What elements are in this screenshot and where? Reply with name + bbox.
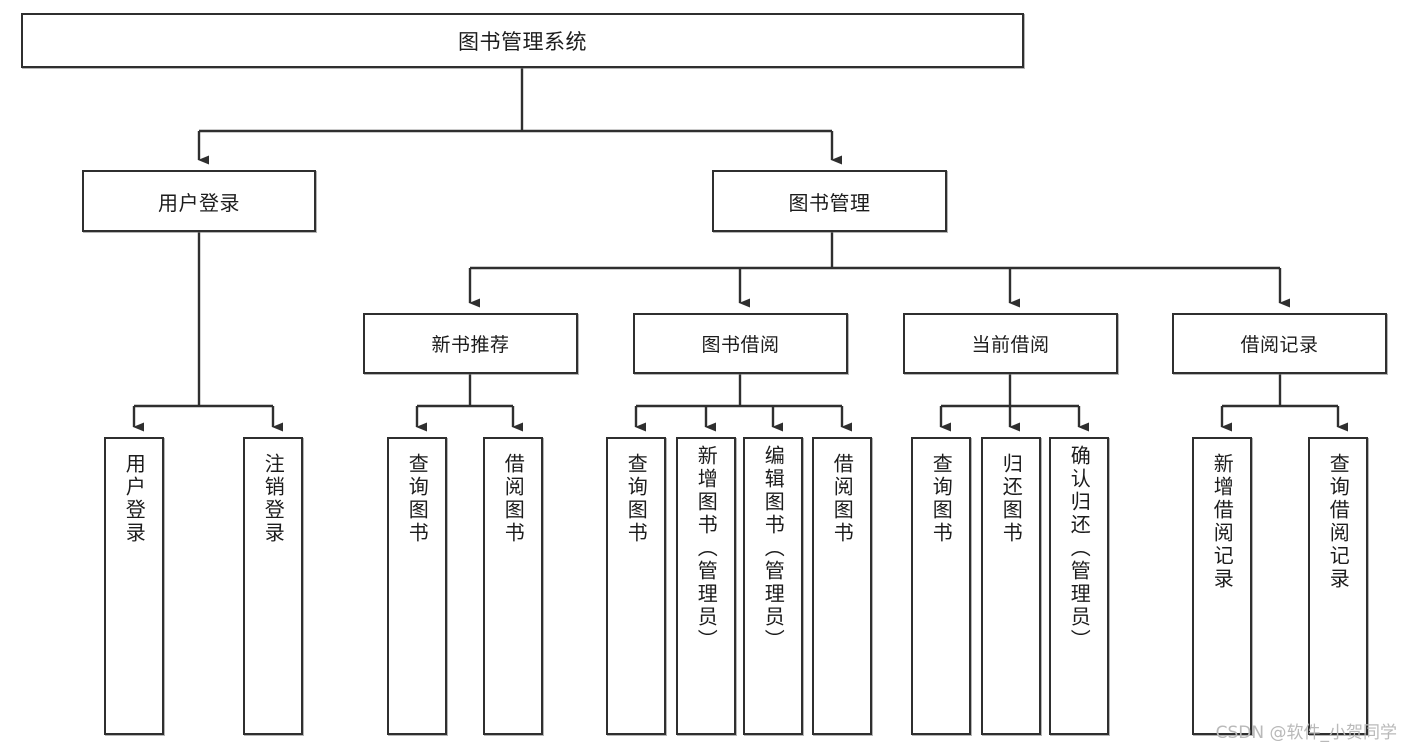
node-book-management-system[interactable]: 图书管理系统 <box>21 13 1024 68</box>
node-book-management[interactable]: 图书管理 <box>712 170 947 232</box>
node-leaf-confirm-return-admin[interactable]: 确认归还（管理员） <box>1049 437 1109 735</box>
node-label: 归还图书 <box>999 453 1024 545</box>
node-leaf-query-book-borrow[interactable]: 查询图书 <box>606 437 666 735</box>
node-label: 用户登录 <box>122 453 147 545</box>
node-label: 编辑图书（管理员） <box>761 445 786 652</box>
node-leaf-query-book-recommend[interactable]: 查询图书 <box>387 437 447 735</box>
node-leaf-add-borrow-record[interactable]: 新增借阅记录 <box>1192 437 1252 735</box>
node-current-borrow[interactable]: 当前借阅 <box>903 313 1118 374</box>
node-leaf-query-borrow-record[interactable]: 查询借阅记录 <box>1308 437 1368 735</box>
node-label: 查询借阅记录 <box>1326 453 1351 591</box>
node-label: 用户登录 <box>158 190 240 215</box>
node-leaf-query-book-current[interactable]: 查询图书 <box>911 437 971 735</box>
node-label: 图书管理 <box>788 190 871 215</box>
node-leaf-user-login[interactable]: 用户登录 <box>104 437 164 735</box>
node-label: 确认归还（管理员） <box>1067 445 1092 652</box>
node-user-login[interactable]: 用户登录 <box>82 170 316 232</box>
node-label: 新增借阅记录 <box>1210 453 1235 591</box>
node-leaf-borrow-book-recommend[interactable]: 借阅图书 <box>483 437 543 735</box>
node-label: 查询图书 <box>624 453 649 545</box>
node-book-borrow[interactable]: 图书借阅 <box>633 313 848 374</box>
node-leaf-return-book[interactable]: 归还图书 <box>981 437 1041 735</box>
node-label: 当前借阅 <box>971 334 1050 356</box>
node-label: 注销登录 <box>261 453 286 545</box>
node-leaf-borrow-book[interactable]: 借阅图书 <box>812 437 872 735</box>
node-leaf-add-book-admin[interactable]: 新增图书（管理员） <box>676 437 736 735</box>
node-label: 图书借阅 <box>701 334 780 356</box>
node-label: 借阅记录 <box>1240 334 1319 356</box>
node-label: 新书推荐 <box>431 334 510 356</box>
csdn-watermark: CSDN @软件_小贺同学 <box>1215 723 1397 743</box>
node-label: 图书管理系统 <box>458 29 587 54</box>
node-leaf-logout[interactable]: 注销登录 <box>243 437 303 735</box>
node-label: 借阅图书 <box>830 453 855 545</box>
node-leaf-edit-book-admin[interactable]: 编辑图书（管理员） <box>743 437 803 735</box>
node-label: 借阅图书 <box>501 453 526 545</box>
node-label: 新增图书（管理员） <box>694 445 719 652</box>
node-borrow-record[interactable]: 借阅记录 <box>1172 313 1387 374</box>
node-label: 查询图书 <box>405 453 430 545</box>
node-label: 查询图书 <box>929 453 954 545</box>
node-new-book-recommend[interactable]: 新书推荐 <box>363 313 578 374</box>
